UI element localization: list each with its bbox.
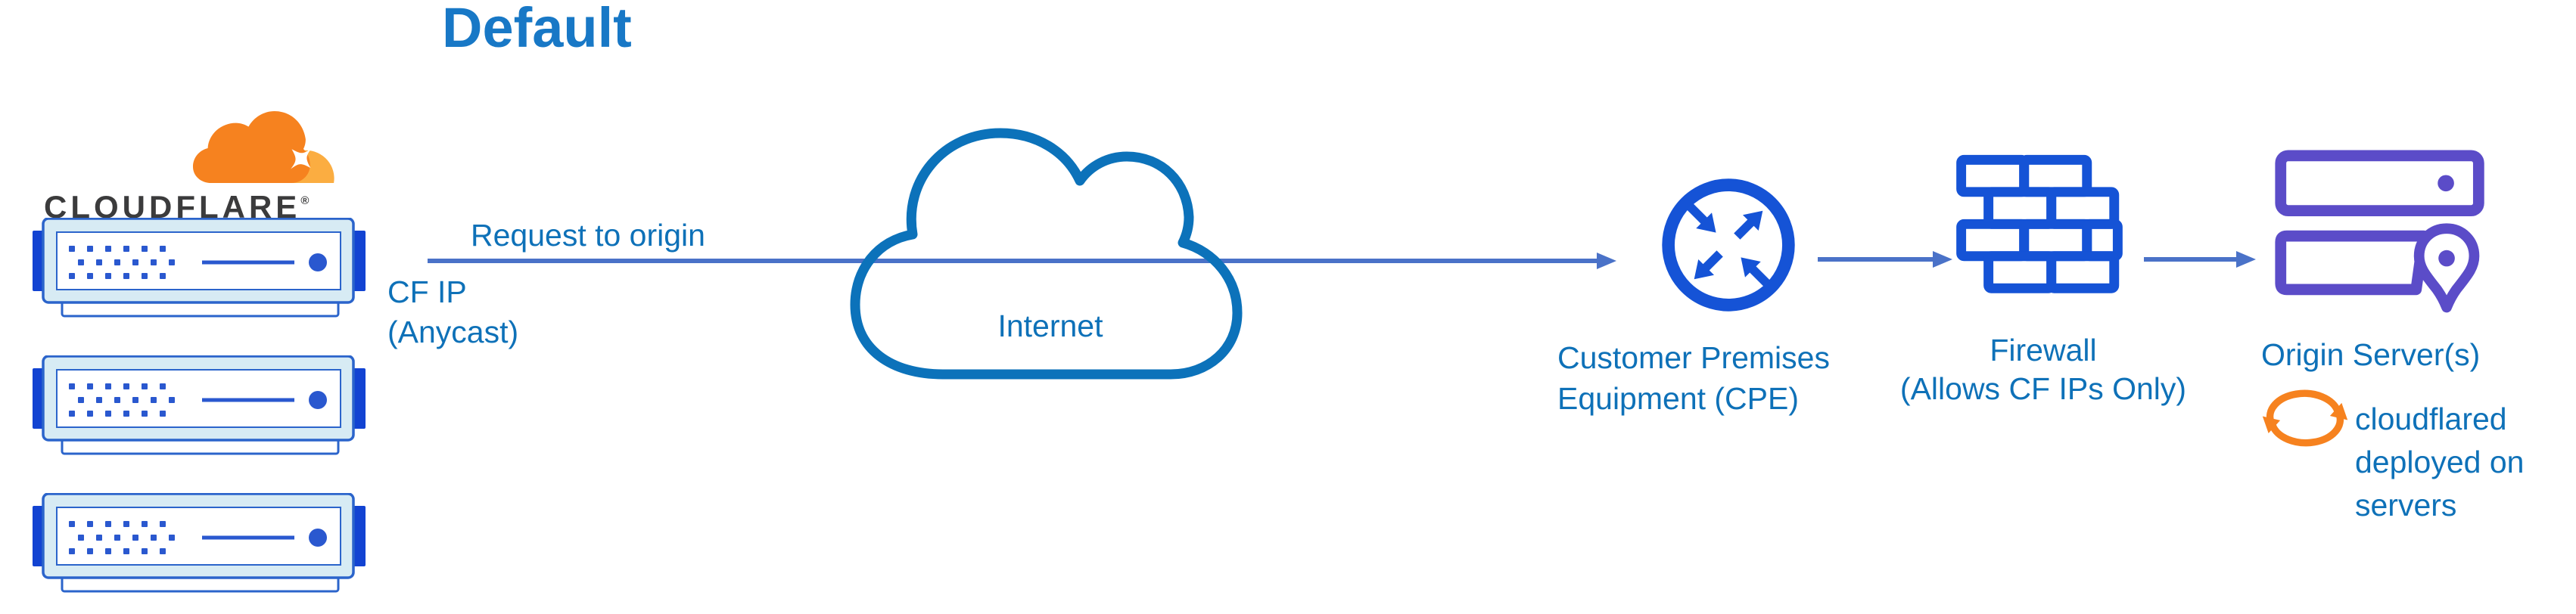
anycast-line: (Anycast) bbox=[387, 315, 519, 349]
sync-arrows-icon bbox=[2262, 389, 2348, 447]
firewall-label: Firewall (Allows CF IPs Only) bbox=[1865, 331, 2221, 408]
arrow-outward-sw bbox=[1694, 250, 1723, 280]
internet-cloud-icon bbox=[850, 128, 1243, 380]
cf-ip-line: CF IP bbox=[387, 274, 467, 309]
firewall-label-line2: (Allows CF IPs Only) bbox=[1899, 371, 2187, 406]
edge-server-icon bbox=[32, 355, 369, 457]
server-slab-bottom bbox=[2275, 230, 2429, 296]
cpe-label-line1: Customer Premises bbox=[1557, 340, 1830, 375]
edge-server-icon bbox=[32, 493, 369, 595]
arrow-outward-ne bbox=[1734, 210, 1763, 240]
registered-mark: ® bbox=[300, 194, 310, 207]
cloudflared-note-line3: servers bbox=[2355, 488, 2457, 523]
cpe-label-line2: Equipment (CPE) bbox=[1557, 381, 1800, 416]
cloudflared-note-line2: deployed on bbox=[2355, 445, 2525, 479]
logo-sparkle bbox=[291, 147, 312, 169]
cloudflared-note: cloudflared deployed on servers bbox=[2355, 398, 2524, 527]
origin-servers-icon bbox=[2275, 150, 2484, 313]
logo-cloud bbox=[192, 110, 310, 183]
internet-label: Internet bbox=[997, 309, 1103, 343]
cloudflare-logo-icon bbox=[192, 110, 334, 183]
cpe-label: Customer Premises Equipment (CPE) bbox=[1557, 337, 1830, 419]
edge-server-icon bbox=[32, 218, 369, 320]
cloudflared-note-line1: cloudflared bbox=[2355, 402, 2507, 436]
server-slab-top bbox=[2275, 150, 2484, 217]
page-title: Default bbox=[442, 0, 632, 59]
location-pin-icon bbox=[2413, 223, 2480, 313]
cpe-router-icon bbox=[1662, 178, 1795, 312]
firewall-icon bbox=[1956, 154, 2123, 293]
cf-ip-anycast-label: CF IP (Anycast) bbox=[387, 272, 518, 352]
arrow-inward-se bbox=[1741, 257, 1770, 287]
firewall-label-line1: Firewall bbox=[1990, 333, 2097, 367]
request-to-origin-label: Request to origin bbox=[471, 218, 705, 253]
arrow-inward-nw bbox=[1687, 203, 1716, 233]
origin-servers-label: Origin Server(s) bbox=[2261, 337, 2481, 372]
